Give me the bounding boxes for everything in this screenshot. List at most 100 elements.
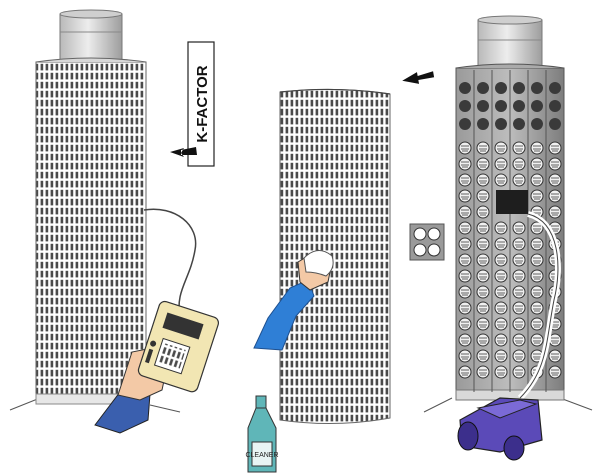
cage-hole bbox=[458, 301, 472, 315]
cage-hole bbox=[494, 221, 508, 235]
cage-hole-pleats bbox=[497, 241, 505, 248]
cage-hole-pleats bbox=[479, 353, 487, 360]
cleaner-bottle-icon: CLEANER bbox=[245, 395, 279, 473]
cage-hole-pleats bbox=[479, 209, 487, 216]
cage-hole-pleats bbox=[515, 321, 523, 328]
cage-hole bbox=[512, 317, 526, 331]
cage-hole bbox=[512, 349, 526, 363]
right-filter bbox=[409, 15, 593, 461]
cage-hole-pleats bbox=[533, 273, 541, 280]
cage-hole-pleats bbox=[461, 289, 469, 296]
cage-hole bbox=[476, 173, 490, 187]
cage-hole-pleats bbox=[515, 353, 523, 360]
vacuum-icon bbox=[457, 397, 543, 461]
cage-hole-pleats bbox=[551, 337, 559, 344]
cage-hole-pleats bbox=[533, 225, 541, 232]
cleaner-text: CLEANER bbox=[245, 452, 278, 459]
cage-hole-pleats bbox=[461, 273, 469, 280]
cage-hole bbox=[548, 365, 562, 379]
cage-hole-pleats bbox=[551, 369, 559, 376]
cage-hole-pleats bbox=[533, 193, 541, 200]
cage-hole-pleats bbox=[515, 241, 523, 248]
cage-hole bbox=[476, 349, 490, 363]
cage-hole-pleats bbox=[479, 321, 487, 328]
floor-line-left bbox=[9, 397, 41, 411]
cage-hole bbox=[548, 349, 562, 363]
middle-filter: CLEANER bbox=[245, 71, 435, 473]
cage-hole-pleats bbox=[479, 289, 487, 296]
cage-hole bbox=[512, 269, 526, 283]
cage-hole-pleats bbox=[515, 225, 523, 232]
cage-hole bbox=[512, 253, 526, 267]
cage-hole bbox=[476, 221, 490, 235]
cage-holes bbox=[458, 141, 562, 379]
cage-hole bbox=[476, 317, 490, 331]
cage-hole bbox=[512, 365, 526, 379]
cage-hole bbox=[494, 157, 508, 171]
cage-hole-pleats bbox=[479, 273, 487, 280]
cage-hole bbox=[476, 333, 490, 347]
cage-hole-pleats bbox=[533, 257, 541, 264]
cage-hole-pleats bbox=[497, 161, 505, 168]
arrow-left-icon-2 bbox=[402, 71, 435, 84]
cage-hole bbox=[530, 173, 544, 187]
cage-hole bbox=[476, 301, 490, 315]
cage-hole bbox=[548, 189, 562, 203]
cage-hole bbox=[494, 301, 508, 315]
cage-hole bbox=[458, 221, 472, 235]
cage-hole bbox=[530, 317, 544, 331]
cage-hole bbox=[476, 237, 490, 251]
perforated-body-left bbox=[35, 61, 147, 403]
cage-hole bbox=[512, 173, 526, 187]
cage-hole-pleats bbox=[551, 353, 559, 360]
cage-hole bbox=[530, 189, 544, 203]
cage-hole-pleats bbox=[461, 161, 469, 168]
cage-hole bbox=[476, 269, 490, 283]
cage-hole-pleats bbox=[551, 193, 559, 200]
middle-filter-body bbox=[279, 88, 391, 425]
cage-hole-pleats bbox=[497, 305, 505, 312]
cage-hole-pleats bbox=[497, 353, 505, 360]
cage-hole bbox=[512, 333, 526, 347]
cage-hole-pleats bbox=[515, 273, 523, 280]
cage-hole bbox=[494, 333, 508, 347]
cage-hole bbox=[476, 157, 490, 171]
cage-hole-pleats bbox=[497, 177, 505, 184]
cage-hole-pleats bbox=[479, 305, 487, 312]
cage-hole-pleats bbox=[479, 337, 487, 344]
cage-hole-pleats bbox=[533, 289, 541, 296]
cage-hole-pleats bbox=[533, 305, 541, 312]
cage-hole bbox=[494, 365, 508, 379]
cage-hole-pleats bbox=[479, 257, 487, 264]
cage-hole-pleats bbox=[479, 145, 487, 152]
k-factor-meter-icon bbox=[137, 300, 220, 393]
cage-hole bbox=[512, 237, 526, 251]
cage-hole-pleats bbox=[515, 305, 523, 312]
cage-hole-pleats bbox=[551, 209, 559, 216]
cage-hole bbox=[530, 269, 544, 283]
cage-hole-pleats bbox=[461, 193, 469, 200]
cage-hole-pleats bbox=[461, 353, 469, 360]
left-filter: K-FACTOR bbox=[9, 9, 220, 434]
cage-hole-pleats bbox=[497, 321, 505, 328]
inspection-window bbox=[496, 190, 528, 214]
cage-hole bbox=[458, 349, 472, 363]
floor-line-left-2 bbox=[149, 404, 181, 413]
cage-hole bbox=[494, 237, 508, 251]
cage-hole bbox=[476, 189, 490, 203]
cage-hole bbox=[476, 365, 490, 379]
cage-hole bbox=[494, 285, 508, 299]
cage-hole-pleats bbox=[533, 353, 541, 360]
cage-hole bbox=[476, 141, 490, 155]
cage-hole bbox=[458, 173, 472, 187]
cage-hole-pleats bbox=[515, 177, 523, 184]
cage-hole bbox=[458, 237, 472, 251]
cage-hole bbox=[458, 253, 472, 267]
cage-hole-pleats bbox=[551, 161, 559, 168]
cage-hole-pleats bbox=[461, 321, 469, 328]
k-factor-label: K-FACTOR bbox=[187, 41, 215, 167]
cage-hole bbox=[458, 365, 472, 379]
cage-hole bbox=[530, 157, 544, 171]
duct-collar-right bbox=[477, 19, 543, 71]
